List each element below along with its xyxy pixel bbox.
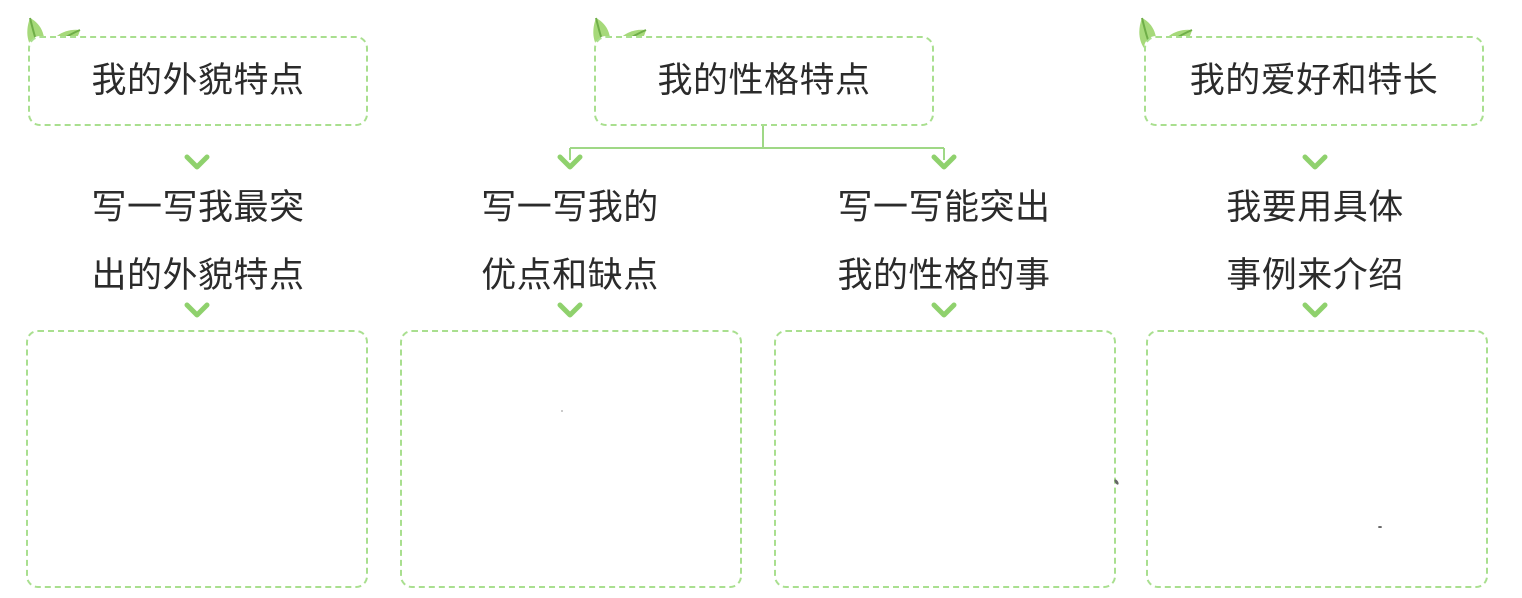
strengths-answer-box[interactable] [400, 330, 742, 588]
chevron-down-icon [184, 154, 210, 170]
hobbies-answer-box[interactable] [1146, 330, 1488, 588]
strengths-prompt-line-2: 优点和缺点 [481, 256, 659, 296]
chevron-down-icon [557, 154, 583, 170]
personality-events-answer-box[interactable] [774, 330, 1116, 588]
print-speck [1378, 526, 1382, 528]
hobbies-heading: 我的爱好和特长 [1189, 60, 1439, 101]
hobbies-prompt-line-1: 我要用具体 [1226, 188, 1404, 228]
appearance-answer-box[interactable] [26, 330, 368, 588]
strengths-prompt: 写一写我的 优点和缺点 [405, 174, 735, 310]
chevron-down-icon [1302, 154, 1328, 170]
appearance-heading-box: 我的外貌特点 [28, 36, 368, 126]
appearance-prompt-line-1: 写一写我最突 [91, 188, 305, 228]
chevron-down-icon [557, 302, 583, 318]
chevron-down-icon [931, 302, 957, 318]
personality-events-prompt-line-2: 我的性格的事 [837, 256, 1051, 296]
hobbies-heading-box: 我的爱好和特长 [1144, 36, 1484, 126]
chevron-down-icon [1302, 302, 1328, 318]
hobbies-prompt: 我要用具体 事例来介绍 [1150, 174, 1480, 310]
hobbies-prompt-line-2: 事例来介绍 [1226, 256, 1404, 296]
appearance-heading: 我的外貌特点 [91, 60, 305, 101]
appearance-prompt-line-2: 出的外貌特点 [91, 256, 305, 296]
chevron-down-icon [184, 302, 210, 318]
strengths-prompt-line-1: 写一写我的 [481, 188, 659, 228]
print-speck [561, 410, 563, 412]
appearance-prompt: 写一写我最突 出的外貌特点 [33, 174, 363, 310]
personality-events-prompt: 写一写能突出 我的性格的事 [779, 174, 1109, 310]
personality-events-prompt-line-1: 写一写能突出 [837, 188, 1051, 228]
chevron-down-icon [931, 154, 957, 170]
personality-heading: 我的性格特点 [657, 60, 871, 101]
personality-heading-box: 我的性格特点 [594, 36, 934, 126]
